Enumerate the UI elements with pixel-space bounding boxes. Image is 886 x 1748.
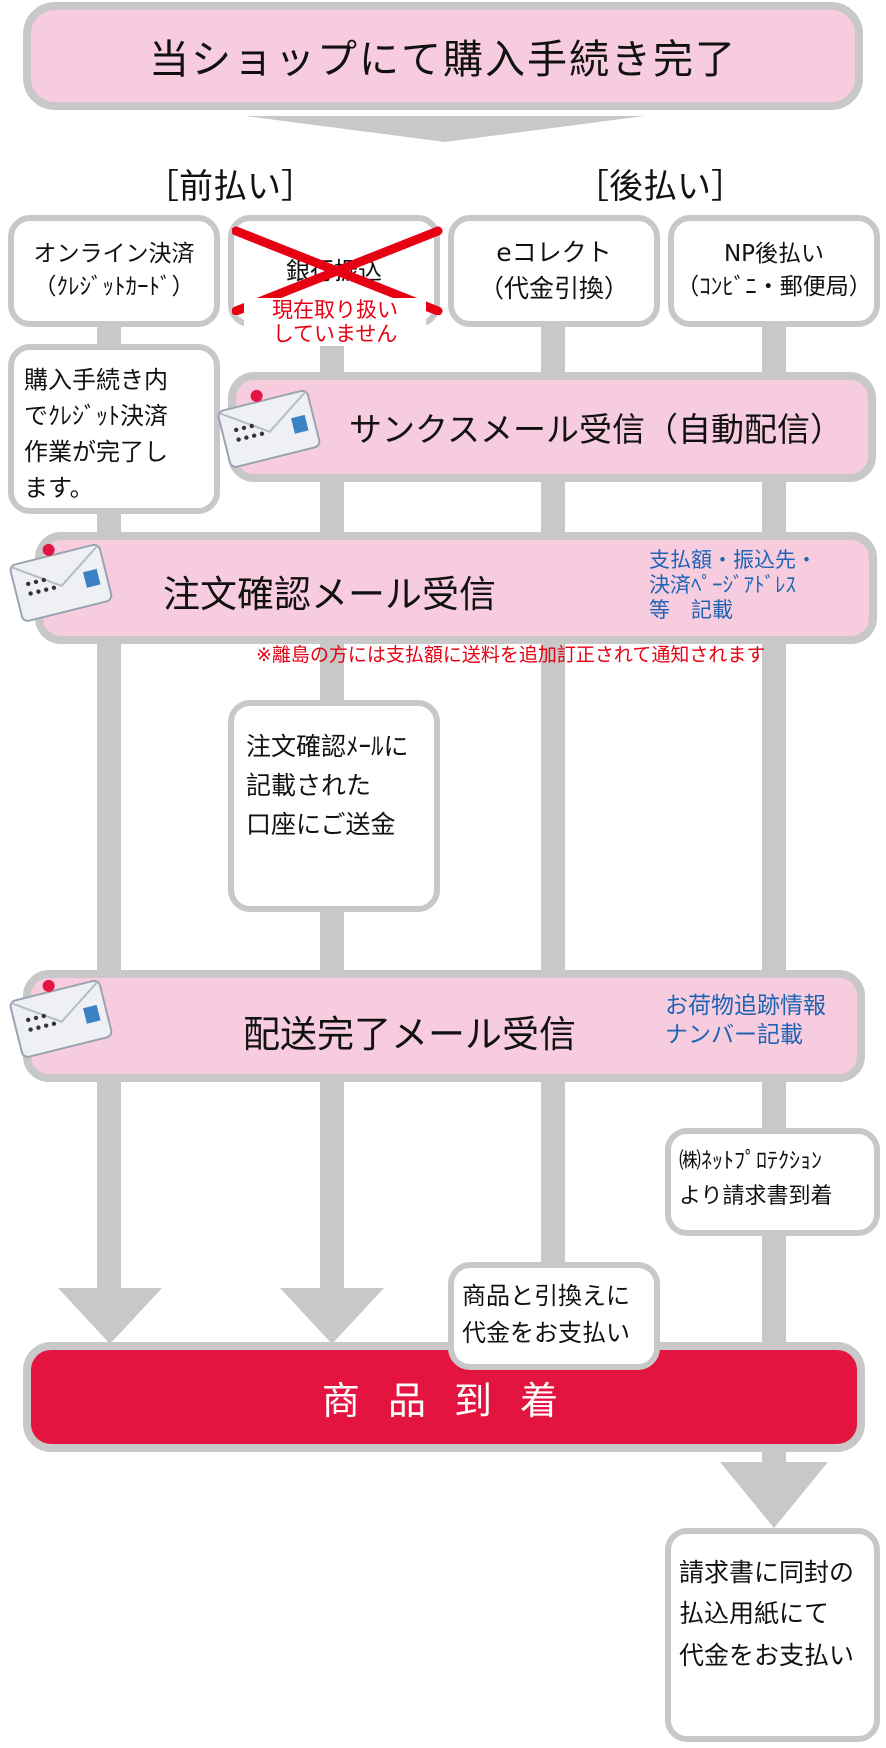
- invoice-payment-line3: 代金をお支払い: [679, 1640, 855, 1670]
- order-info-line1: 支払額・振込先・: [649, 548, 817, 572]
- method-ecollect-line2: （代金引換）: [478, 274, 629, 303]
- method-online-line2: （ｸﾚｼﾞｯﾄｶｰﾄﾞ）: [33, 274, 195, 300]
- bank-transfer-line3: 口座にご送金: [246, 809, 396, 839]
- remote-island-warning: ※離島の方には支払額に送料を追加訂正されて通知されます: [256, 644, 766, 666]
- method-np-box: NP後払い （ｺﾝﾋﾞﾆ・郵便局）: [668, 215, 880, 327]
- invoice-payment-note: 請求書に同封の 払込用紙にて 代金をお支払い: [665, 1528, 880, 1742]
- ship-mail-box: 配送完了メール受信 お荷物追跡情報 ナンバー記載: [23, 970, 865, 1082]
- order-info-line2: 決済ﾍﾟｰｼﾞｱﾄﾞﾚｽ: [649, 573, 796, 598]
- method-online-line1: オンライン決済: [33, 240, 195, 267]
- category-prepay: ［前払い］: [145, 166, 315, 207]
- cod-payment-line2: 代金をお支払い: [462, 1319, 630, 1348]
- invoice-payment-line1: 請求書に同封の: [679, 1558, 855, 1587]
- flow-bar-np: [762, 320, 786, 1500]
- purchase-complete-box: 当ショップにて購入手続き完了: [23, 2, 863, 110]
- arrival-label: 商 品 到 着: [321, 1378, 567, 1423]
- bank-transfer-line2: 記載された: [246, 770, 372, 800]
- bank-down-arrow-icon: [280, 1288, 384, 1344]
- bank-unavailable-note: 現在取り扱い していません: [244, 298, 426, 347]
- cod-payment-line1: 商品と引換えに: [462, 1282, 630, 1310]
- online-note-line3: 作業が完了し: [24, 438, 168, 466]
- method-ecollect-box: eコレクト （代金引換）: [448, 215, 660, 327]
- online-note-line1: 購入手続き内: [24, 366, 168, 394]
- online-complete-note: 購入手続き内 でｸﾚｼﾞｯﾄ決済 作業が完了し ます。: [8, 344, 220, 514]
- online-down-arrow-icon: [58, 1288, 162, 1344]
- arrival-box: 商 品 到 着: [23, 1342, 865, 1452]
- ship-info-line2: ナンバー記載: [665, 1021, 803, 1048]
- method-np-line2: （ｺﾝﾋﾞﾆ・郵便局）: [676, 274, 872, 300]
- method-online-box: オンライン決済 （ｸﾚｼﾞｯﾄｶｰﾄﾞ）: [8, 215, 220, 327]
- order-mail-info: 支払額・振込先・ 決済ﾍﾟｰｼﾞｱﾄﾞﾚｽ 等 記載: [649, 548, 817, 624]
- header-down-arrow-icon: [245, 116, 645, 142]
- order-mail-label: 注文確認メール受信: [163, 573, 496, 616]
- thanks-mail-label: サンクスメール受信（自動配信）: [348, 410, 843, 449]
- cod-payment-note: 商品と引換えに 代金をお支払い: [448, 1262, 660, 1370]
- np-invoice-line1: ㈱ﾈｯﾄﾌﾟﾛﾃｸｼｮﾝ: [679, 1149, 823, 1174]
- category-postpay: ［後払い］: [575, 166, 745, 207]
- np-invoice-note: ㈱ﾈｯﾄﾌﾟﾛﾃｸｼｮﾝ より請求書到着: [665, 1128, 880, 1236]
- np-down-arrow-icon: [720, 1462, 828, 1528]
- bank-transfer-line1: 注文確認ﾒｰﾙに: [246, 732, 409, 761]
- thanks-mail-box: サンクスメール受信（自動配信）: [228, 372, 876, 482]
- online-note-line4: ます。: [24, 474, 94, 502]
- order-mail-box: 注文確認メール受信 支払額・振込先・ 決済ﾍﾟｰｼﾞｱﾄﾞﾚｽ 等 記載: [35, 532, 877, 644]
- envelope-icon: [217, 389, 321, 468]
- unavailable-cross-icon: [232, 226, 443, 315]
- envelope-icon: [9, 543, 113, 622]
- bank-note-line1: 現在取り扱い: [272, 298, 398, 322]
- method-ecollect-line1: eコレクト: [496, 237, 612, 267]
- ship-mail-info: お荷物追跡情報 ナンバー記載: [665, 992, 826, 1050]
- ship-mail-label: 配送完了メール受信: [243, 1013, 576, 1056]
- invoice-payment-line2: 払込用紙にて: [679, 1599, 830, 1629]
- envelope-icon: [9, 979, 113, 1058]
- online-note-line2: でｸﾚｼﾞｯﾄ決済: [24, 402, 168, 430]
- np-invoice-line2: より請求書到着: [679, 1184, 833, 1210]
- bank-note-line2: していません: [272, 322, 398, 347]
- ship-info-line1: お荷物追跡情報: [665, 993, 826, 1019]
- method-np-line1: NP後払い: [723, 240, 825, 267]
- order-info-line3: 等 記載: [649, 598, 733, 623]
- bank-transfer-note: 注文確認ﾒｰﾙに 記載された 口座にご送金: [228, 700, 440, 912]
- purchase-complete-title: 当ショップにて購入手続き完了: [149, 37, 737, 83]
